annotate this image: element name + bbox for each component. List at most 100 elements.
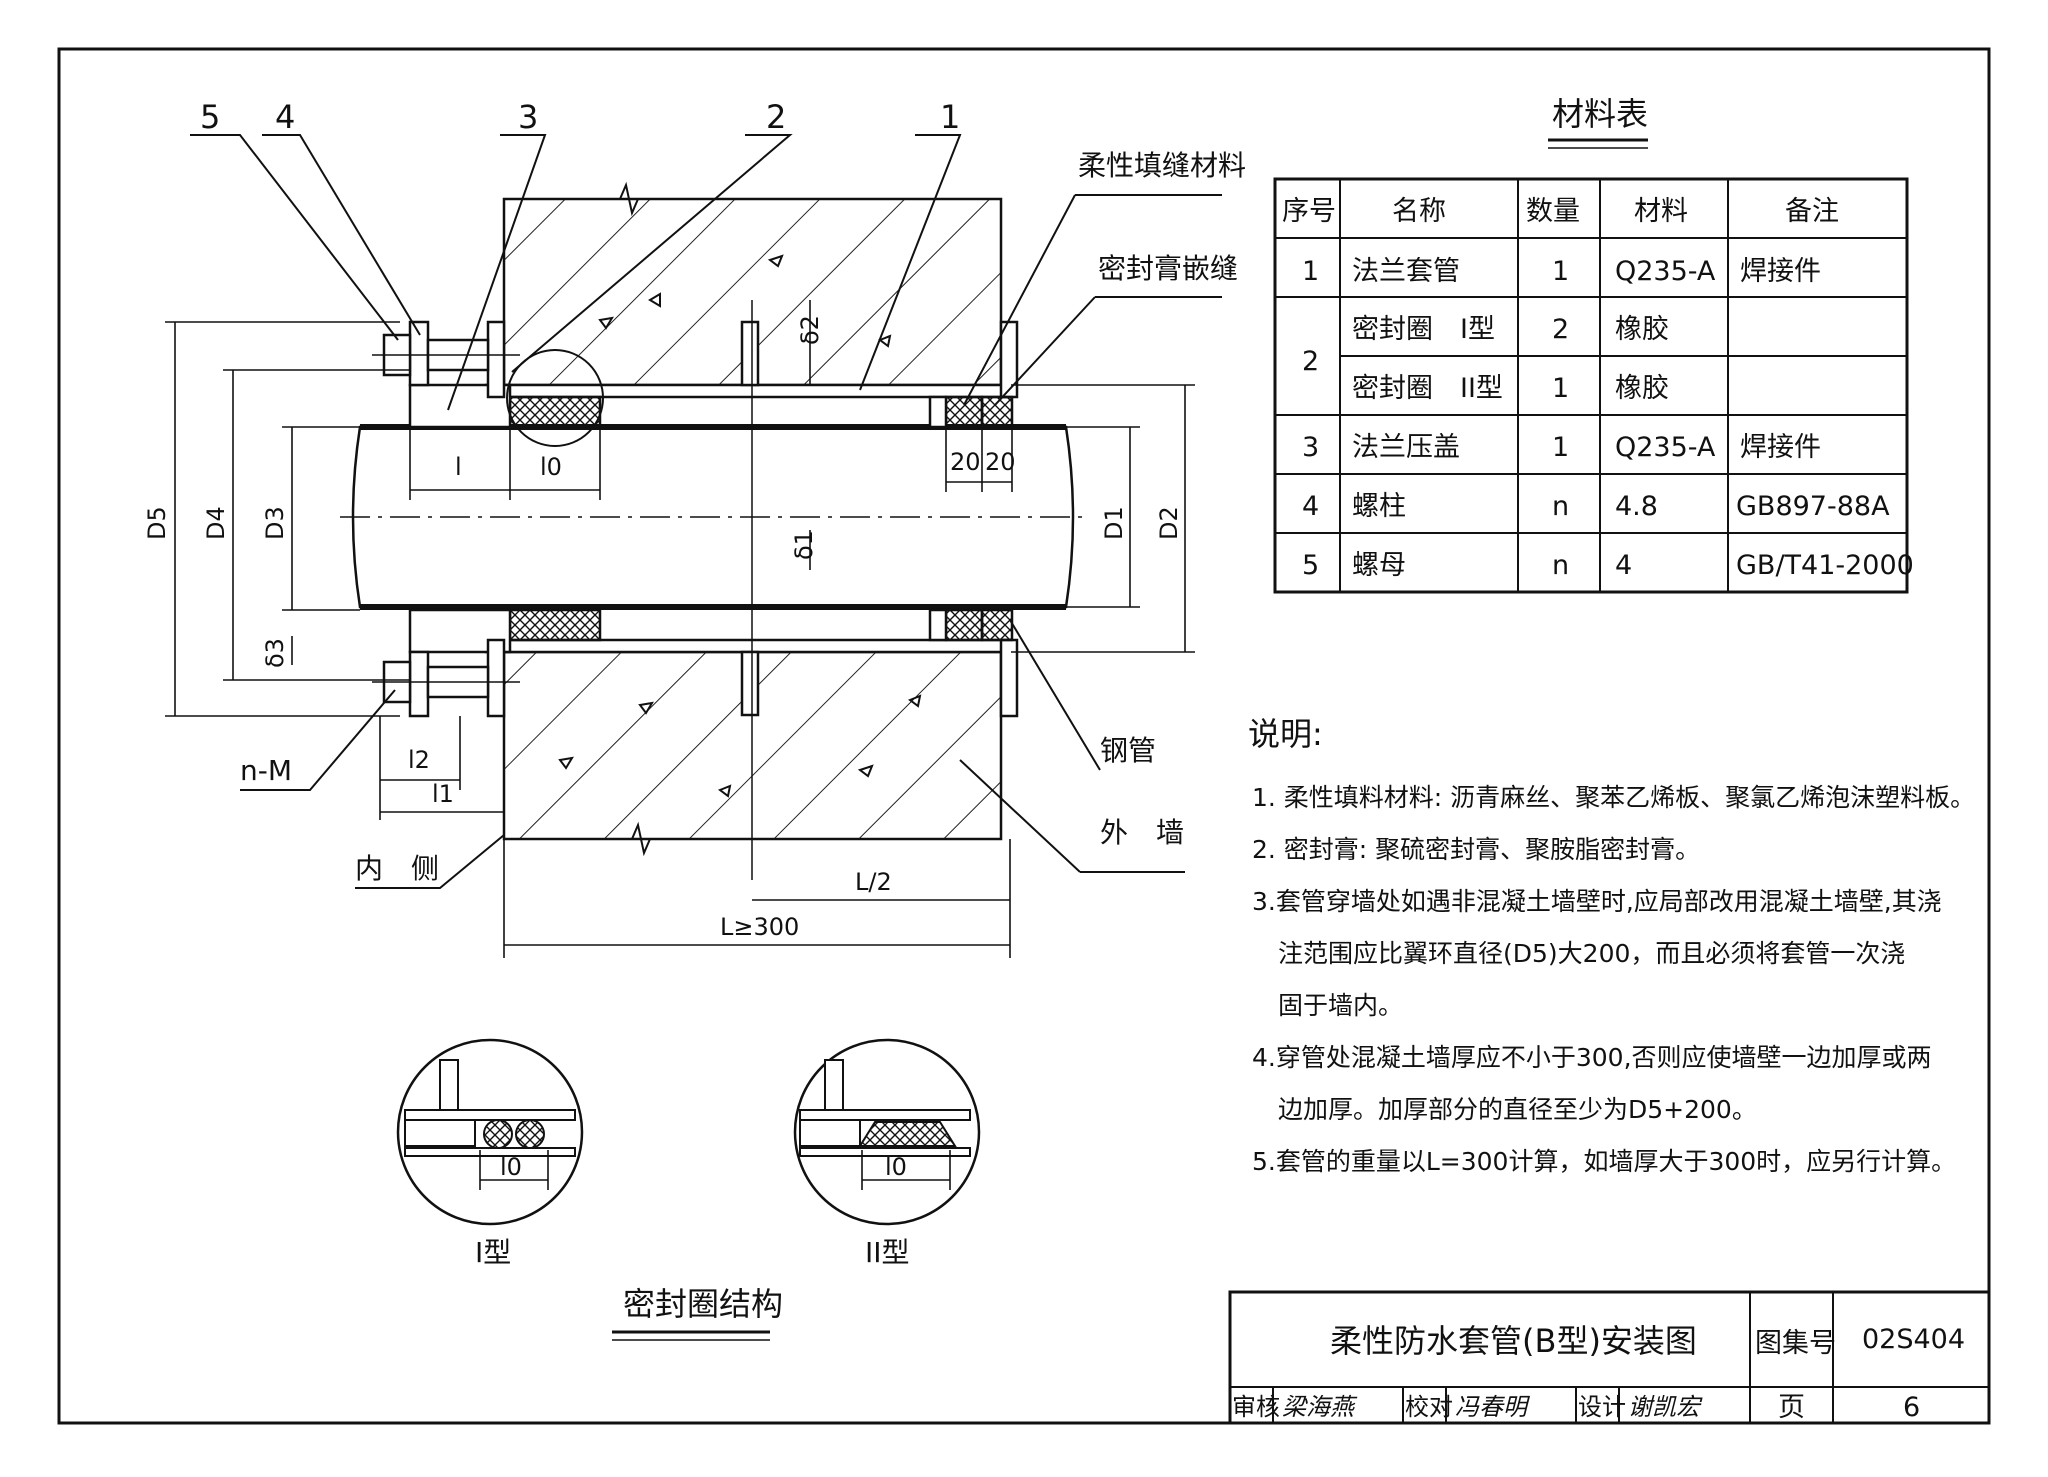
table-cell: 1 <box>1552 373 1569 404</box>
dim-delta1: δ1 <box>790 530 818 560</box>
sleeve-bottom <box>484 638 1013 654</box>
dim-L: L≥300 <box>720 913 799 941</box>
table-cell: 4.8 <box>1615 491 1658 522</box>
bolt-top <box>372 333 520 377</box>
seal-ring-left-bottom <box>508 608 602 642</box>
dim-D2: D2 <box>1155 506 1183 540</box>
sealant-right-top <box>980 395 1014 429</box>
table-cell: 4 <box>1302 491 1319 522</box>
note-line: 2. 密封膏: 聚硫密封膏、聚胺脂密封膏。 <box>1252 835 1700 864</box>
dim-D4: D4 <box>202 506 230 540</box>
table-cell: n <box>1552 491 1569 522</box>
dim-half-L: L/2 <box>855 868 892 896</box>
part-number-2: 2 <box>766 98 786 136</box>
page-label: 页 <box>1778 1392 1805 1423</box>
seal-detail-type1: l0 <box>396 1038 584 1226</box>
table-cell: GB/T41-2000 <box>1736 550 1914 581</box>
check-signature: 冯春明 <box>1455 1393 1531 1421</box>
th-name: 名称 <box>1392 196 1446 227</box>
th-qty: 数量 <box>1526 196 1580 227</box>
table-cell: 1 <box>1552 432 1569 463</box>
flange-plate-top <box>486 320 506 399</box>
part-number-1: 1 <box>940 98 960 136</box>
filler-right-top <box>944 395 984 429</box>
callout-sealant-joint: 密封膏嵌缝 <box>1098 252 1238 285</box>
note-line: 1. 柔性填料材料: 沥青麻丝、聚苯乙烯板、聚氯乙烯泡沫塑料板。 <box>1252 783 1975 812</box>
sleeve-top <box>484 383 1013 399</box>
seal-type1-label: I型 <box>475 1236 511 1269</box>
dim-20b: 20 <box>985 448 1016 476</box>
dim-l0: l0 <box>540 453 562 481</box>
dim-l2: l2 <box>408 746 430 774</box>
note-line: 3.套管穿墙处如遇非混凝土墙壁时,应局部改用混凝土墙壁,其浇 <box>1252 887 1942 916</box>
note-line: 4.穿管处混凝土墙厚应不小于300,否则应使墙壁一边加厚或两 <box>1252 1043 1932 1072</box>
note-line: 边加厚。加厚部分的直径至少为D5+200。 <box>1278 1095 1757 1124</box>
table-cell: 1 <box>1302 256 1319 287</box>
material-table-header: 序号 名称 数量 材料 备注 <box>1282 196 1839 227</box>
th-no: 序号 <box>1282 196 1336 227</box>
title-block <box>1228 1290 1991 1425</box>
th-material: 材料 <box>1634 196 1688 227</box>
material-table-title: 材料表 <box>1552 95 1648 133</box>
table-cell: Q235-A <box>1615 256 1716 287</box>
filler-right-bottom <box>944 608 984 642</box>
table-cell: n <box>1552 550 1569 581</box>
note-line: 5.套管的重量以L=300计算，如墙厚大于300时，应另行计算。 <box>1252 1147 1956 1176</box>
notes-heading: 说明: <box>1248 715 1323 753</box>
part-number-3: 3 <box>518 98 538 136</box>
seal-type2-label: II型 <box>865 1236 910 1269</box>
table-cell: 5 <box>1302 550 1319 581</box>
seal-detail-type2: l0 <box>793 1038 981 1226</box>
table-cell: 2 <box>1552 314 1569 345</box>
seal-ring-left-top <box>508 395 602 429</box>
table-cell: 法兰套管 <box>1352 256 1460 287</box>
dim-l: l <box>455 453 462 481</box>
callout-inner-side: 内 侧 <box>355 852 439 885</box>
wing-ring-mid-bottom <box>740 650 760 717</box>
table-cell: 螺母 <box>1352 550 1406 581</box>
atlas-number: 02S404 <box>1862 1324 1965 1355</box>
review-label: 审核 <box>1232 1393 1280 1421</box>
material-table <box>1273 177 1909 594</box>
dim-D3: D3 <box>261 506 289 540</box>
table-cell: 密封圈 I型 <box>1352 314 1495 345</box>
atlas-label: 图集号 <box>1755 1328 1836 1359</box>
part-number-5: 5 <box>200 98 220 136</box>
sheet-border <box>57 47 1991 1425</box>
notes-list: 1. 柔性填料材料: 沥青麻丝、聚苯乙烯板、聚氯乙烯泡沫塑料板。 2. 密封膏:… <box>1252 783 1975 1176</box>
table-cell: 2 <box>1302 346 1319 377</box>
sealant-right-bottom <box>980 608 1014 642</box>
table-cell: 焊接件 <box>1740 256 1821 287</box>
th-remark: 备注 <box>1785 196 1839 227</box>
dim-delta2: δ2 <box>796 315 824 345</box>
check-label: 校对 <box>1405 1393 1453 1421</box>
callout-bolt: n-M <box>240 754 292 787</box>
note-line: 固于墙内。 <box>1278 991 1403 1020</box>
table-cell: GB897-88A <box>1736 491 1890 522</box>
detail-l0-b: l0 <box>885 1153 907 1181</box>
detail-l0-a: l0 <box>500 1153 522 1181</box>
dim-D1: D1 <box>1100 506 1128 540</box>
drawing-title: 柔性防水套管(B型)安装图 <box>1330 1322 1697 1360</box>
page-number: 6 <box>1903 1392 1920 1423</box>
bolt-bottom <box>372 660 520 704</box>
table-cell: 4 <box>1615 550 1632 581</box>
review-signature: 梁海燕 <box>1282 1393 1358 1421</box>
table-cell: 橡胶 <box>1615 314 1669 345</box>
part-number-4: 4 <box>275 98 295 136</box>
table-cell: 密封圈 II型 <box>1352 373 1503 404</box>
dim-20a: 20 <box>950 448 981 476</box>
table-cell: 螺柱 <box>1352 491 1406 522</box>
material-table-rows: 1 法兰套管 1 Q235-A 焊接件 2 密封圈 I型 2 橡胶 密封圈 II… <box>1302 256 1914 581</box>
dim-l1: l1 <box>432 780 454 808</box>
seal-detail-caption: 密封圈结构 <box>623 1285 783 1323</box>
dim-D5: D5 <box>143 506 171 540</box>
design-label: 设计 <box>1578 1393 1626 1421</box>
callout-outer-wall: 外 墙 <box>1100 816 1184 849</box>
table-cell: 焊接件 <box>1740 432 1821 463</box>
table-cell: Q235-A <box>1615 432 1716 463</box>
callout-steel-pipe: 钢管 <box>1100 734 1156 767</box>
callout-flexible-filler: 柔性填缝材料 <box>1078 149 1246 182</box>
table-cell: 橡胶 <box>1615 373 1669 404</box>
